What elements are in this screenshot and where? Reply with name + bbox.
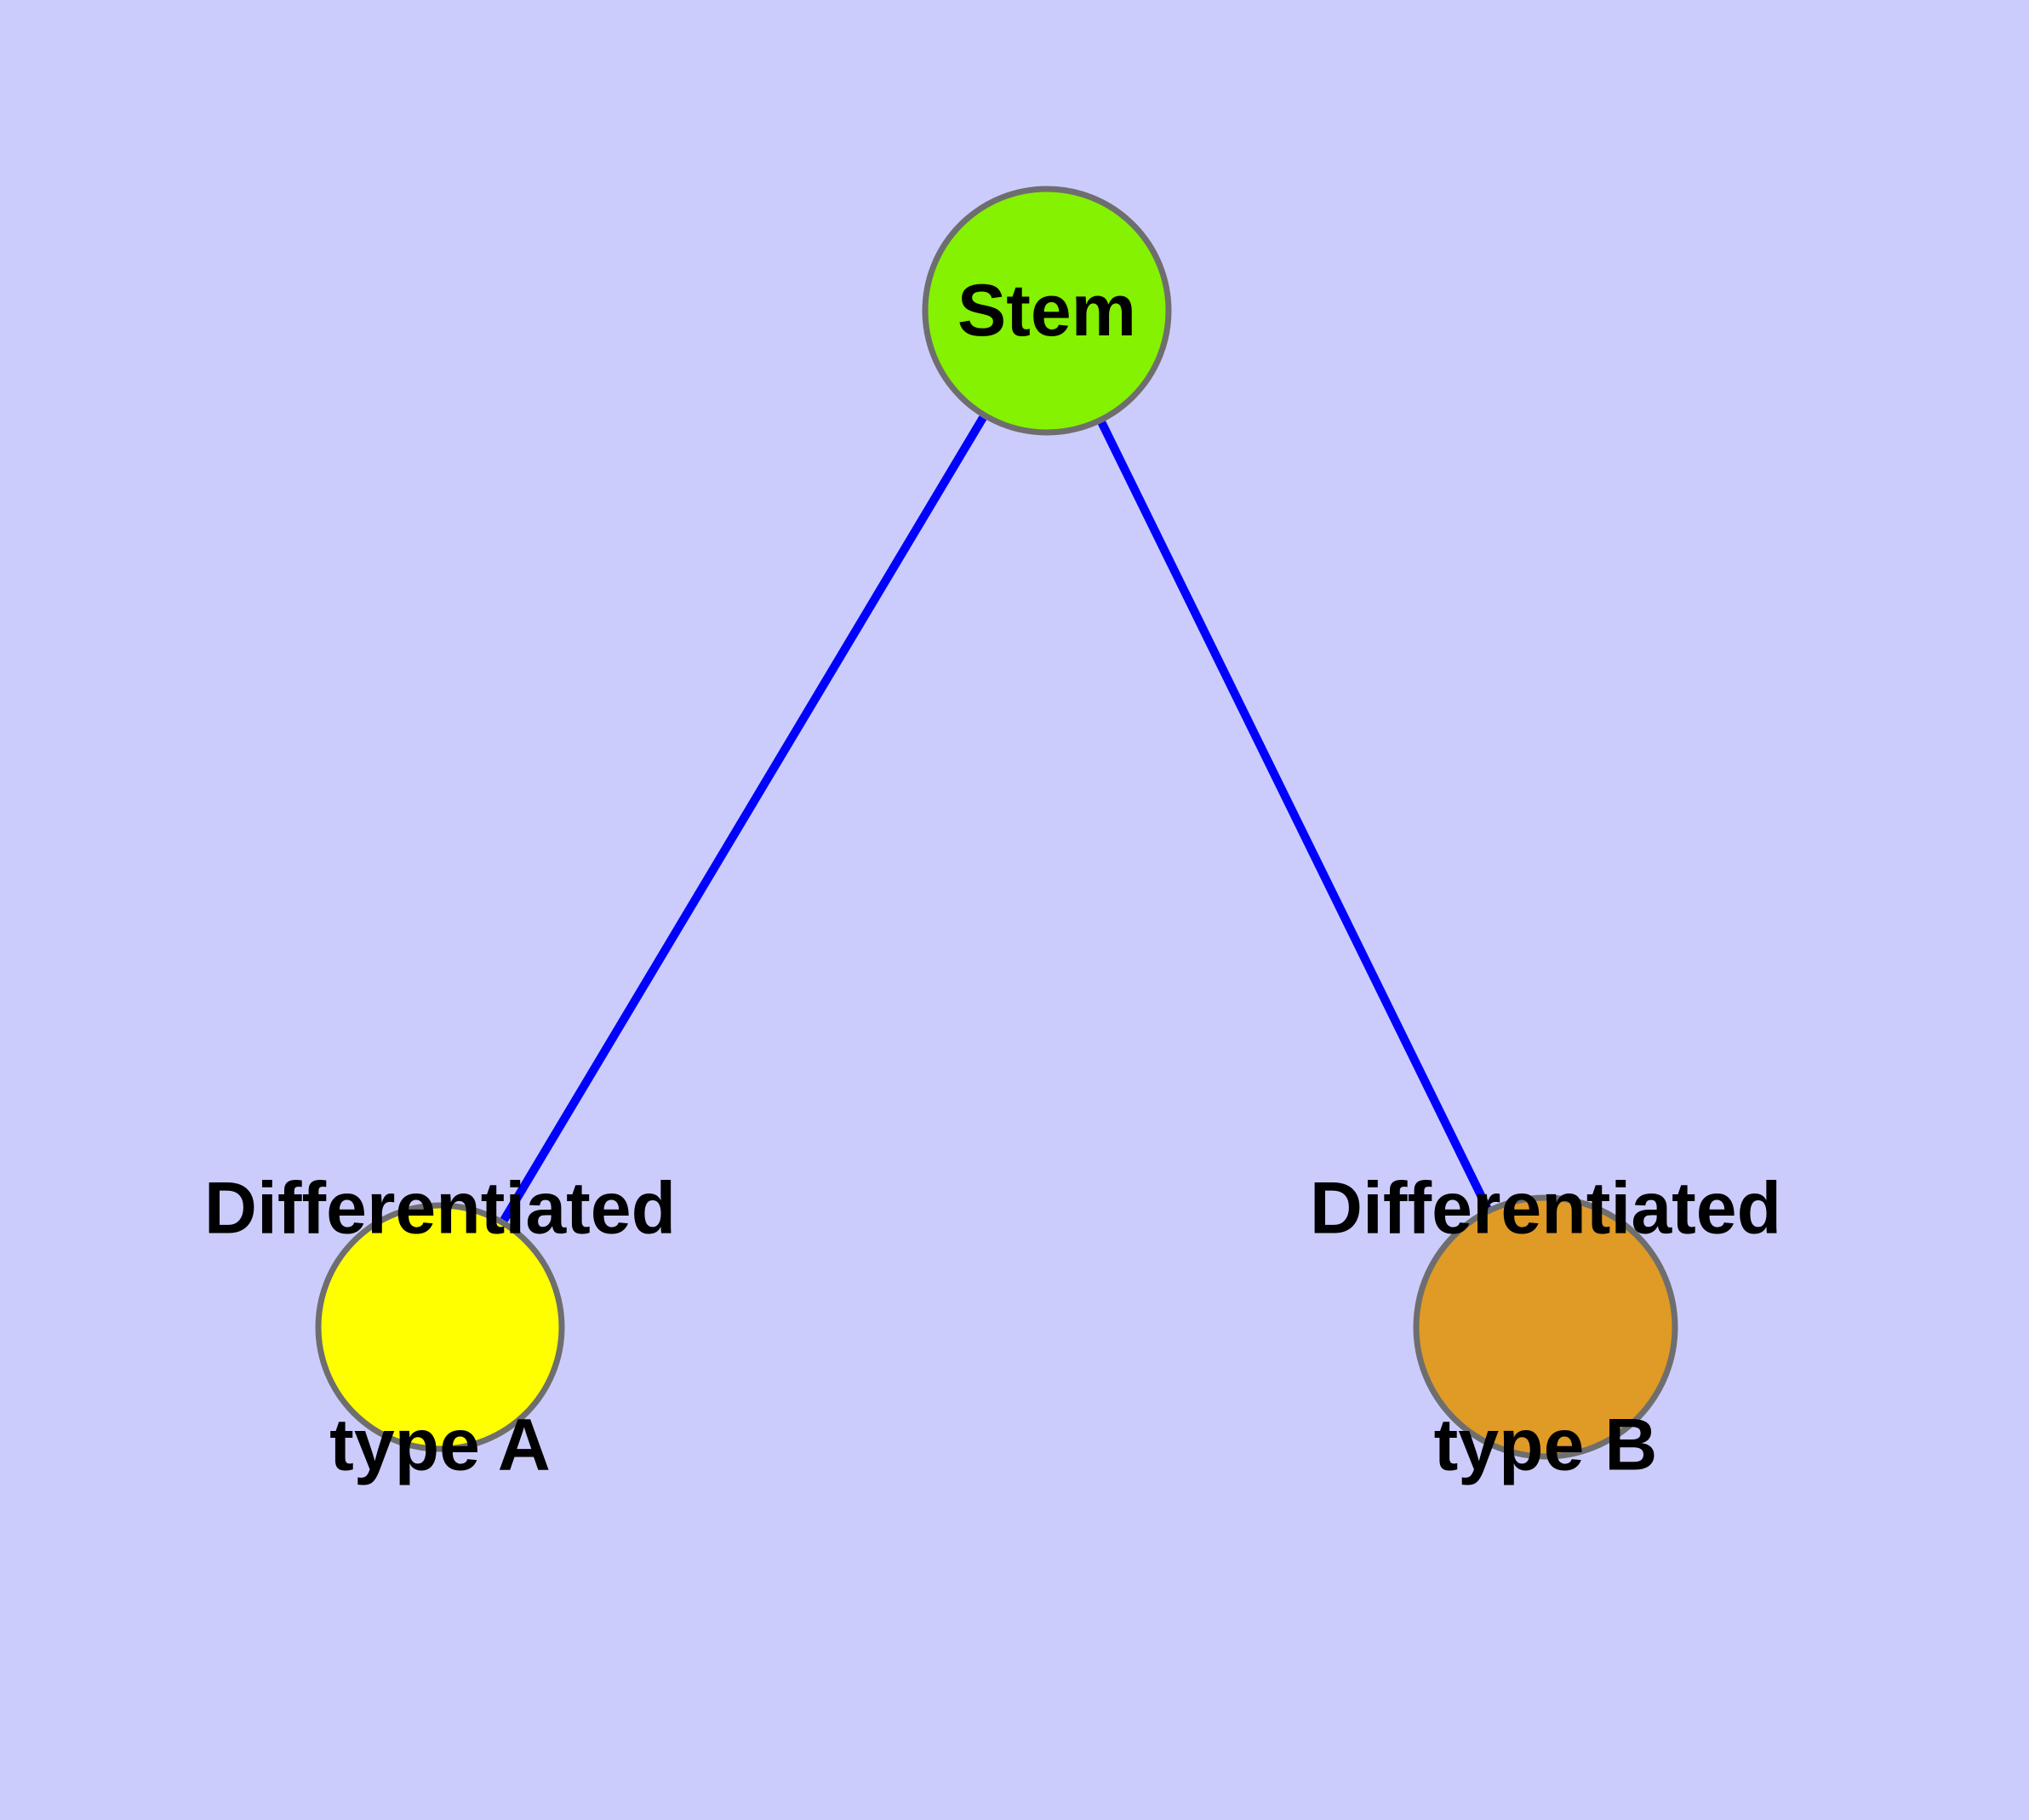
edge-stem-to-differentiated-a <box>500 415 987 1222</box>
edge-stem-to-differentiated-b <box>1098 421 1491 1210</box>
node-differentiated-type-b[interactable] <box>1413 1194 1678 1460</box>
node-stem[interactable] <box>922 186 1172 436</box>
node-differentiated-type-a[interactable] <box>315 1202 565 1452</box>
edge-layer <box>500 415 1491 1222</box>
node-layer <box>315 186 1678 1460</box>
